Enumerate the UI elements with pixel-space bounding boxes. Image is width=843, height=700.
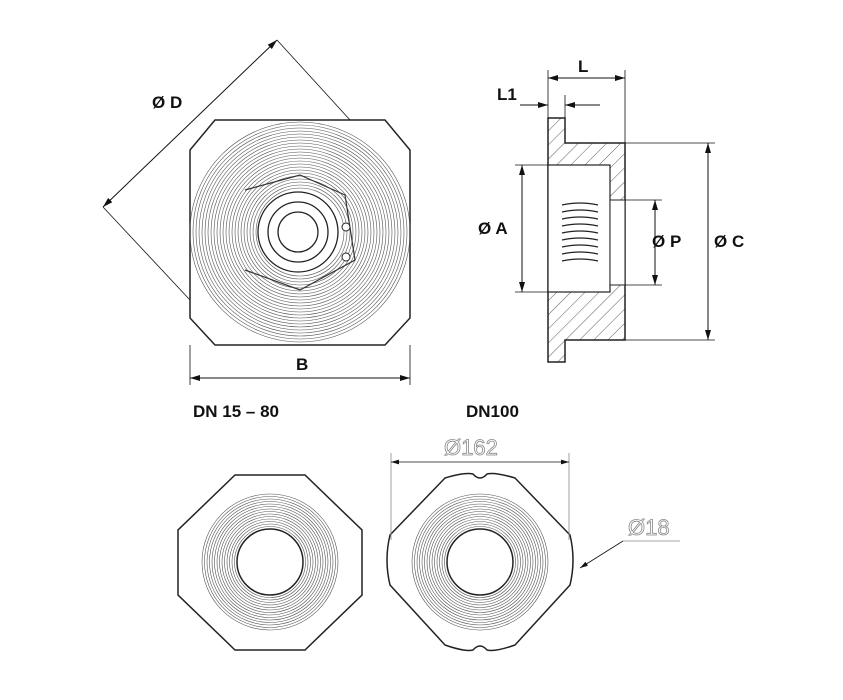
groove-ring: [226, 518, 314, 606]
groove-ring: [192, 124, 408, 340]
groove-ring: [243, 175, 357, 289]
spring-coil: [561, 202, 599, 206]
groove-ring: [237, 169, 363, 295]
label-dim-b: B: [296, 355, 308, 374]
groove-ring: [201, 133, 399, 331]
label-range-large: DN100: [466, 402, 519, 421]
groove-ring: [195, 127, 405, 337]
dimension-c: Ø C: [625, 142, 744, 341]
groove-ring: [221, 513, 319, 611]
groove-ring: [189, 121, 411, 343]
groove-ring: [213, 145, 387, 319]
groove-ring: [424, 506, 536, 618]
groove-ring: [431, 513, 529, 611]
label-range-small: DN 15 – 80: [193, 402, 279, 421]
groove-ring: [210, 142, 390, 322]
groove-ring: [216, 508, 324, 616]
spring-coil: [561, 251, 599, 255]
groove-ring: [246, 178, 354, 286]
groove-ring: [214, 506, 326, 618]
groove-ring: [216, 148, 384, 316]
groove-ring: [204, 136, 396, 328]
label-dim-c: Ø C: [714, 232, 744, 251]
groove-ring: [434, 516, 526, 608]
label-dim-d: Ø D: [152, 93, 182, 112]
label-dim-l1: L1: [497, 85, 517, 104]
groove-ring: [255, 187, 345, 277]
groove-ring: [225, 157, 375, 307]
groove-ring: [240, 172, 360, 292]
dimension-l: L L1: [497, 57, 626, 143]
groove-ring: [249, 181, 351, 283]
label-dim-a: Ø A: [478, 219, 508, 238]
spring-coil: [561, 209, 599, 213]
label-dim-p: Ø P: [652, 232, 681, 251]
bottom-view-small: [177, 474, 363, 651]
spring-coil: [561, 223, 599, 227]
groove-ring: [222, 154, 378, 310]
groove-ring: [219, 151, 381, 313]
groove-ring: [234, 166, 366, 298]
side-section-view: [547, 117, 626, 363]
groove-ring: [224, 516, 316, 608]
groove-ring: [414, 496, 546, 628]
dimension-p: Ø P: [625, 199, 681, 286]
groove-ring: [416, 498, 544, 626]
groove-ring: [444, 526, 516, 598]
dimension-18: Ø18: [579, 515, 680, 569]
spring-coil: [561, 258, 599, 262]
groove-ring: [436, 518, 524, 606]
groove-ring: [252, 184, 348, 280]
groove-ring: [421, 503, 539, 621]
groove-ring: [231, 163, 369, 301]
groove-ring: [206, 498, 334, 626]
spring-coil: [561, 230, 599, 234]
spring-coil: [561, 237, 599, 241]
front-view: [189, 119, 411, 346]
label-dim-162: Ø162: [444, 435, 498, 460]
groove-ring: [234, 526, 306, 598]
dimension-d: Ø D: [102, 39, 351, 301]
label-dim-18: Ø18: [628, 515, 670, 540]
groove-ring: [229, 521, 311, 603]
spring-coil: [561, 244, 599, 248]
groove-ring: [426, 508, 534, 616]
groove-ring: [219, 511, 321, 613]
groove-ring: [231, 523, 309, 601]
dimension-b: B: [189, 345, 411, 385]
groove-ring: [209, 501, 331, 623]
groove-ring: [411, 493, 549, 631]
groove-ring: [441, 523, 519, 601]
dimension-162: Ø162: [390, 435, 570, 540]
dimension-a: Ø A: [478, 164, 548, 293]
spring-coil: [561, 216, 599, 220]
label-dim-l: L: [578, 57, 588, 76]
groove-ring: [439, 521, 521, 603]
groove-ring: [201, 493, 339, 631]
groove-ring: [419, 501, 541, 623]
groove-ring: [228, 160, 372, 304]
groove-ring: [204, 496, 336, 628]
groove-ring: [198, 130, 402, 334]
groove-ring: [211, 503, 329, 621]
groove-ring: [429, 511, 531, 613]
groove-ring: [207, 139, 393, 325]
bottom-view-dn100: [386, 472, 574, 652]
